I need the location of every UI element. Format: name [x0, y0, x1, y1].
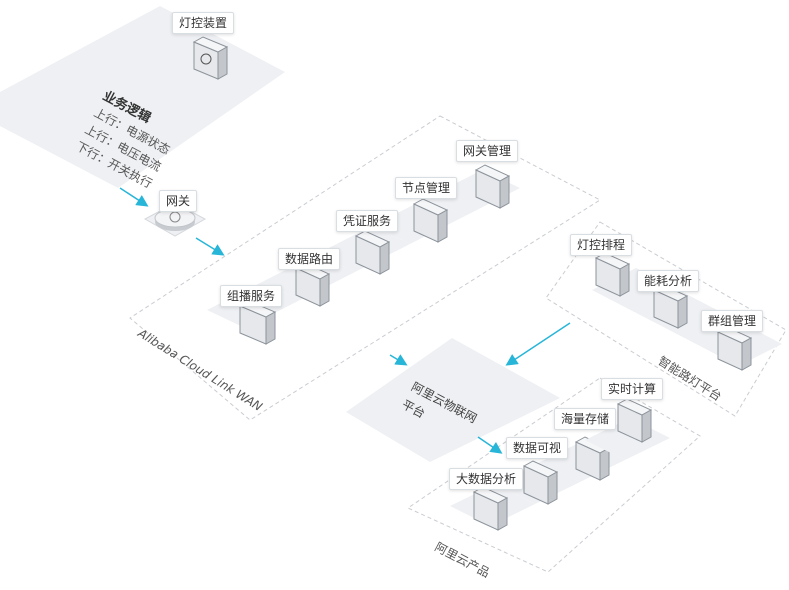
cloud-products-region: [406, 377, 701, 573]
smart-light-label: 群组管理: [701, 310, 764, 332]
device-server-icon: [192, 36, 229, 80]
smart-light-label: 能耗分析: [637, 270, 700, 292]
device-label: 灯控装置: [172, 12, 235, 34]
cloud-product-tile-4: [585, 398, 670, 460]
cloud-product-label: 实时计算: [601, 378, 664, 400]
wan-service-label: 凭证服务: [336, 210, 399, 232]
cloud-product-tile-2: [495, 460, 580, 505]
arrow-logic-to-gateway: [119, 187, 149, 207]
wan-service-label: 数据路由: [278, 248, 341, 270]
wan-region: [129, 115, 602, 421]
smart-light-label: 灯控排程: [570, 234, 633, 256]
cloud-product-label: 大数据分析: [449, 468, 524, 490]
wan-service-tile-4: [372, 198, 465, 244]
cloud-product-label: 数据可视: [506, 437, 569, 459]
arrow-platform-to-cloud-products: [477, 436, 503, 454]
arrow-wan-to-platform: [389, 354, 408, 366]
cloud-product-tile-1: [450, 484, 535, 531]
smart-light-region: [545, 221, 787, 417]
gateway-label: 网关: [159, 190, 198, 212]
cloud-product-label: 海量存储: [554, 408, 617, 430]
arrow-smart-light-to-platform: [505, 322, 571, 366]
iot-platform-panel: [346, 338, 560, 462]
wan-service-tile-5: [427, 164, 520, 216]
cloud-product-tile-3: [540, 436, 625, 482]
wan-service-label: 网关管理: [456, 140, 519, 162]
wan-service-label: 节点管理: [395, 177, 458, 199]
wan-service-tile-3: [317, 226, 410, 275]
wan-service-label: 组播服务: [220, 285, 283, 307]
arrow-gateway-to-wan: [195, 237, 225, 256]
